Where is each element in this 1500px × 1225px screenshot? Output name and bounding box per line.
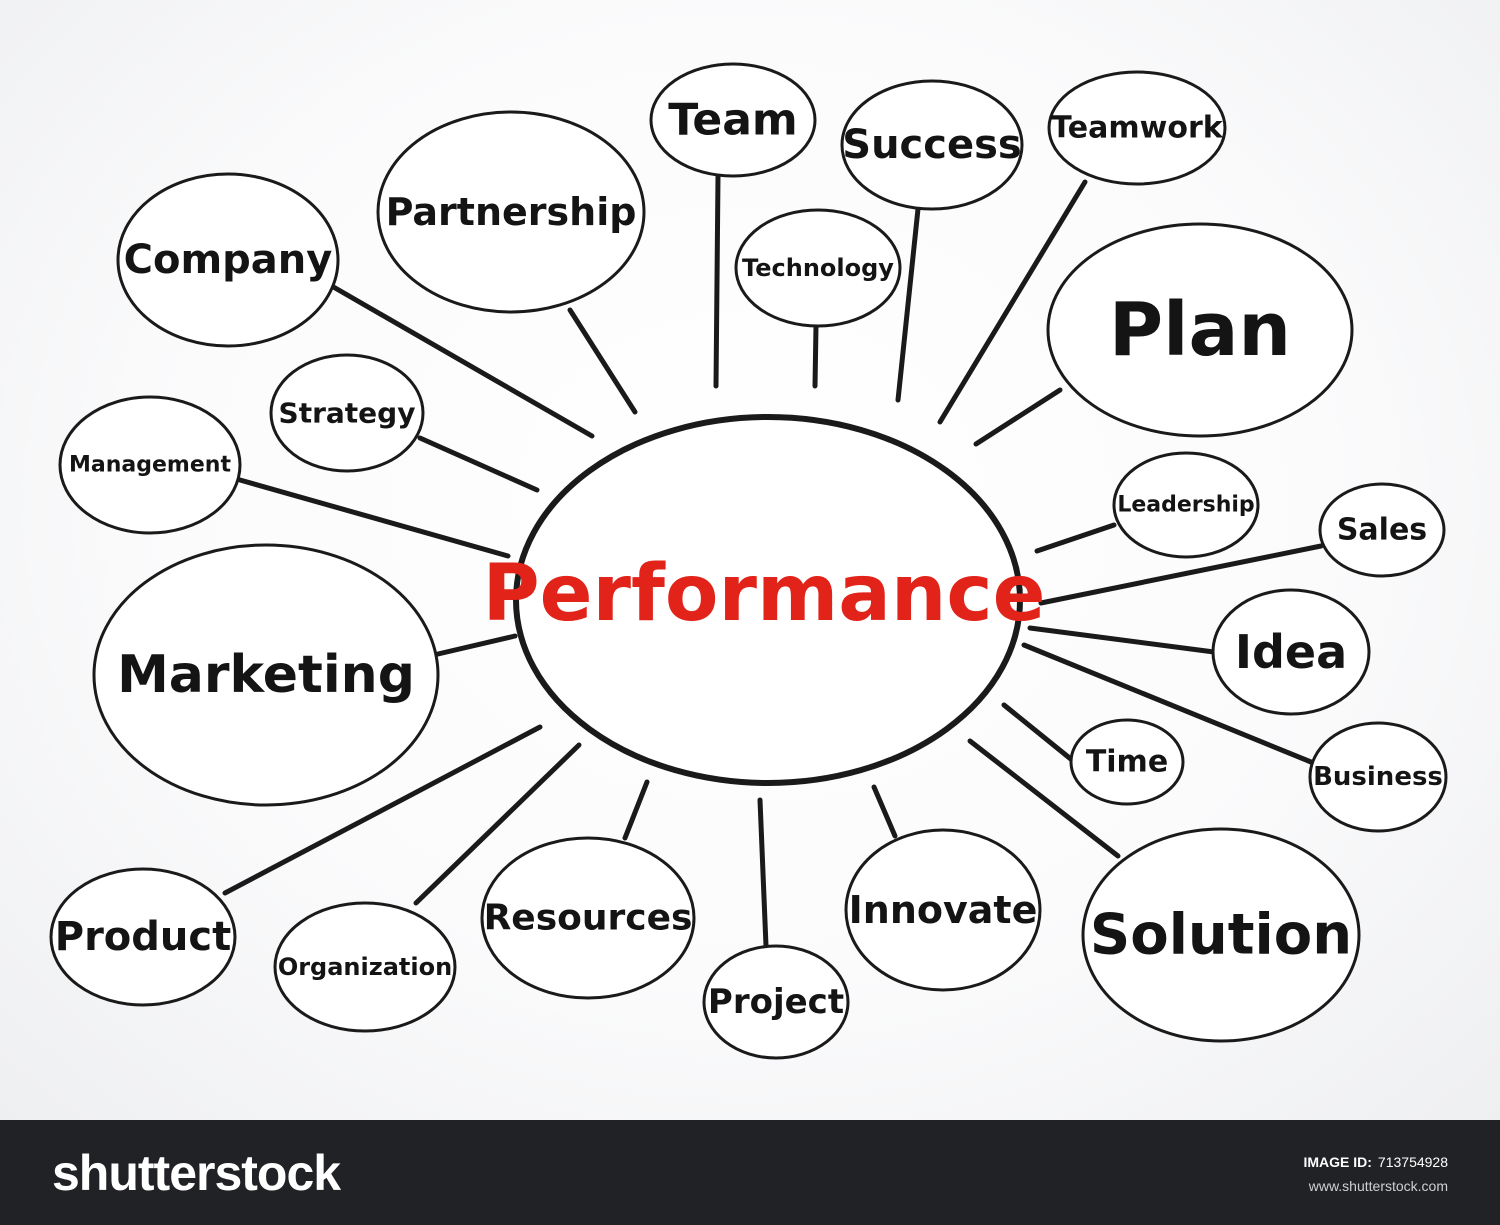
node-label: Team <box>668 95 798 146</box>
node-label: Partnership <box>386 190 637 234</box>
node-ellipse <box>1318 482 1446 578</box>
node-team: Team <box>649 62 817 178</box>
connector-solution <box>967 738 1121 859</box>
connector-management <box>237 477 511 559</box>
connector-leadership <box>1034 522 1117 554</box>
image-id-label: IMAGE ID: <box>1303 1154 1372 1170</box>
node-ellipse <box>840 79 1024 211</box>
node-ellipse <box>1308 721 1448 833</box>
node-organization: Organization <box>273 901 457 1033</box>
connector-company <box>327 282 595 439</box>
node-teamwork: Teamwork <box>1047 70 1227 186</box>
connector-partnership <box>567 307 638 415</box>
connector-sales <box>1038 543 1324 606</box>
node-label: Business <box>1313 762 1443 792</box>
node-partnership: Partnership <box>376 110 646 314</box>
node-ellipse <box>1081 827 1361 1043</box>
node-strategy: Strategy <box>269 353 425 473</box>
node-ellipse <box>269 353 425 473</box>
node-label: Sales <box>1337 513 1427 548</box>
node-label: Product <box>55 914 231 960</box>
node-ellipse <box>480 836 696 1000</box>
node-ellipse <box>116 172 340 348</box>
node-ellipse <box>1211 588 1371 716</box>
node-label: Technology <box>742 254 894 282</box>
center-node: Performance <box>482 414 1046 786</box>
connector-business <box>1021 642 1314 765</box>
node-label: Management <box>69 453 231 478</box>
node-product: Product <box>49 867 237 1007</box>
connector-technology <box>812 323 819 389</box>
connector-time <box>1001 702 1075 763</box>
node-resources: Resources <box>480 836 696 1000</box>
node-ellipse <box>92 543 440 807</box>
node-ellipse <box>649 62 817 178</box>
connector-marketing <box>435 633 518 657</box>
node-ellipse <box>844 828 1042 992</box>
node-label: Marketing <box>117 645 415 705</box>
node-label: Resources <box>484 898 693 939</box>
stock-footer: shutterstock IMAGE ID: 713754928 www.shut… <box>0 1120 1500 1225</box>
node-time: Time <box>1069 718 1185 806</box>
center-label: Performance <box>482 549 1045 639</box>
node-company: Company <box>116 172 340 348</box>
node-idea: Idea <box>1211 588 1371 716</box>
connector-resources <box>622 779 650 841</box>
node-ellipse <box>1047 70 1227 186</box>
node-plan: Plan <box>1046 222 1354 438</box>
site-url: www.shutterstock.com <box>1308 1178 1448 1194</box>
connector-idea <box>1027 625 1217 655</box>
node-innovate: Innovate <box>844 828 1042 992</box>
node-label: Plan <box>1109 287 1291 373</box>
node-ellipse <box>1112 451 1260 559</box>
node-project: Project <box>702 944 850 1060</box>
node-label: Strategy <box>279 397 416 430</box>
connector-team <box>713 173 721 389</box>
node-technology: Technology <box>734 208 902 328</box>
image-id-line: IMAGE ID: 713754928 <box>1303 1154 1448 1170</box>
node-ellipse <box>702 944 850 1060</box>
brand-logo: shutterstock <box>52 1145 341 1201</box>
node-leadership: Leadership <box>1112 451 1260 559</box>
node-label: Solution <box>1090 903 1352 968</box>
node-label: Teamwork <box>1051 111 1223 146</box>
node-label: Project <box>708 982 844 1022</box>
node-label: Organization <box>278 953 452 981</box>
node-ellipse <box>49 867 237 1007</box>
node-solution: Solution <box>1081 827 1361 1043</box>
node-ellipse <box>1069 718 1185 806</box>
node-ellipse <box>273 901 457 1033</box>
node-sales: Sales <box>1318 482 1446 578</box>
connector-organization <box>413 742 582 906</box>
node-ellipse <box>734 208 902 328</box>
node-business: Business <box>1308 721 1448 833</box>
node-label: Time <box>1086 745 1168 780</box>
node-ellipse <box>58 395 242 535</box>
center-ellipse <box>513 414 1023 786</box>
connector-strategy <box>417 435 540 493</box>
node-success: Success <box>840 79 1024 211</box>
node-label: Idea <box>1235 625 1347 679</box>
node-ellipse <box>376 110 646 314</box>
connector-plan <box>973 387 1063 447</box>
node-ellipse <box>1046 222 1354 438</box>
node-marketing: Marketing <box>92 543 440 807</box>
connector-lines <box>222 173 1324 949</box>
node-label: Company <box>124 237 333 283</box>
connector-innovate <box>871 784 898 839</box>
connector-teamwork <box>937 179 1088 425</box>
node-label: Innovate <box>849 888 1038 932</box>
connector-product <box>222 724 543 896</box>
connector-success <box>895 206 921 403</box>
node-label: Success <box>842 122 1021 168</box>
connector-project <box>757 797 769 949</box>
node-label: Leadership <box>1117 493 1254 518</box>
node-management: Management <box>58 395 242 535</box>
image-id-value: 713754928 <box>1377 1154 1448 1170</box>
